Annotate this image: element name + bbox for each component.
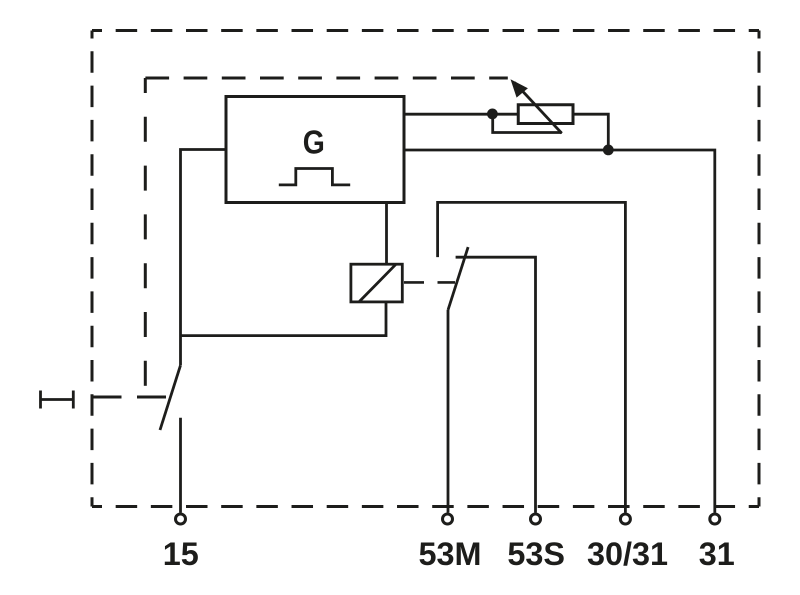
svg-text:53M: 53M	[418, 536, 481, 572]
svg-text:53S: 53S	[507, 536, 565, 572]
svg-text:G: G	[303, 123, 325, 161]
svg-text:15: 15	[163, 536, 199, 572]
svg-text:31: 31	[699, 536, 735, 572]
svg-text:30/31: 30/31	[587, 536, 668, 572]
